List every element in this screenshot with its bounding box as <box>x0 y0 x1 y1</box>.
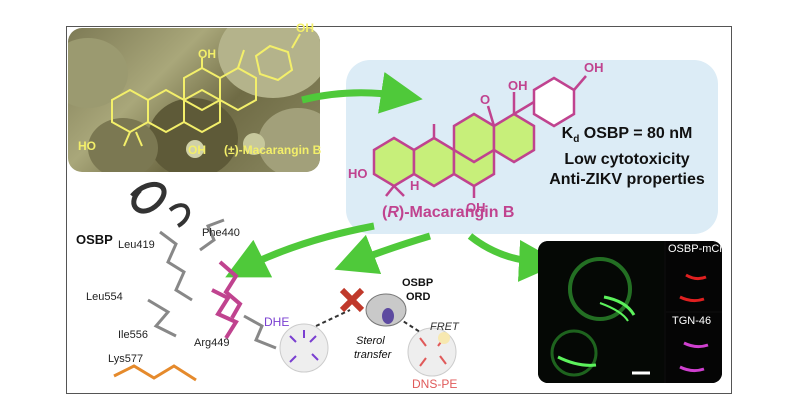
arrow-to-transfer <box>334 232 432 274</box>
arrow-to-panel <box>301 72 423 114</box>
micrograph-osbp <box>666 241 722 311</box>
docking-model <box>113 181 277 382</box>
main-oh-right: OH <box>584 60 604 75</box>
main-oh-bottom: OH <box>466 200 486 215</box>
main-oh-top: OH <box>508 78 528 93</box>
micrograph-signal <box>550 257 650 377</box>
transfer-label: transfer <box>354 349 393 361</box>
r-macarangin-label: (R)-Macarangin B <box>382 204 515 221</box>
residue-lys577: Lys577 <box>108 353 143 365</box>
arrow-to-microscopy <box>467 233 561 282</box>
dns-pe-label: DNS-PE <box>412 377 457 391</box>
microscopy-panel: OSBP-mCh TGN-46 <box>538 241 722 383</box>
residue-leu554: Leu554 <box>86 291 123 303</box>
properties-block: Kd OSBP = 80 nM Low cytotoxicity Anti-ZI… <box>542 124 712 190</box>
anti-zikv-line: Anti-ZIKV properties <box>549 171 705 189</box>
micrograph-tgn <box>666 313 722 383</box>
photo-ho: HO <box>78 139 96 153</box>
ord-osbp-label: OSBP <box>402 277 433 289</box>
fret-label: FRET <box>430 321 460 333</box>
sterol-transfer-schematic <box>279 287 457 377</box>
residue-ile556: Ile556 <box>118 329 148 341</box>
dhe-label: DHE <box>264 315 289 329</box>
photo-oh-top: OH <box>198 47 216 61</box>
docking-osbp-label: OSBP <box>76 232 113 247</box>
osbp-signal <box>679 273 707 303</box>
photo-oh-bottom: OH <box>188 143 206 157</box>
photo-oh-right: OH <box>296 21 314 35</box>
main-h: H <box>410 178 419 193</box>
kd-line: Kd OSBP = 80 nM <box>561 125 693 146</box>
sterol-label: Sterol <box>356 335 385 347</box>
main-ho: HO <box>348 166 368 181</box>
arrow-to-docking <box>225 222 375 278</box>
residue-leu419: Leu419 <box>118 239 155 251</box>
plant-photo <box>68 28 320 172</box>
tgn46-label: TGN-46 <box>672 315 712 327</box>
tgn-signal <box>679 341 709 373</box>
r-macarangin-structure <box>372 75 587 198</box>
ord-label: ORD <box>406 291 431 303</box>
racemate-label: (±)-Macarangin B <box>224 143 322 157</box>
residue-arg449: Arg449 <box>194 337 229 349</box>
osbp-mch-label: OSBP-mCh <box>668 243 722 255</box>
main-o-carbonyl: O <box>480 92 490 107</box>
residue-phe440: Phe440 <box>202 227 240 239</box>
cytotoxicity-line: Low cytotoxicity <box>564 151 690 169</box>
racemic-structure <box>111 33 301 147</box>
micrograph-main <box>538 241 664 383</box>
